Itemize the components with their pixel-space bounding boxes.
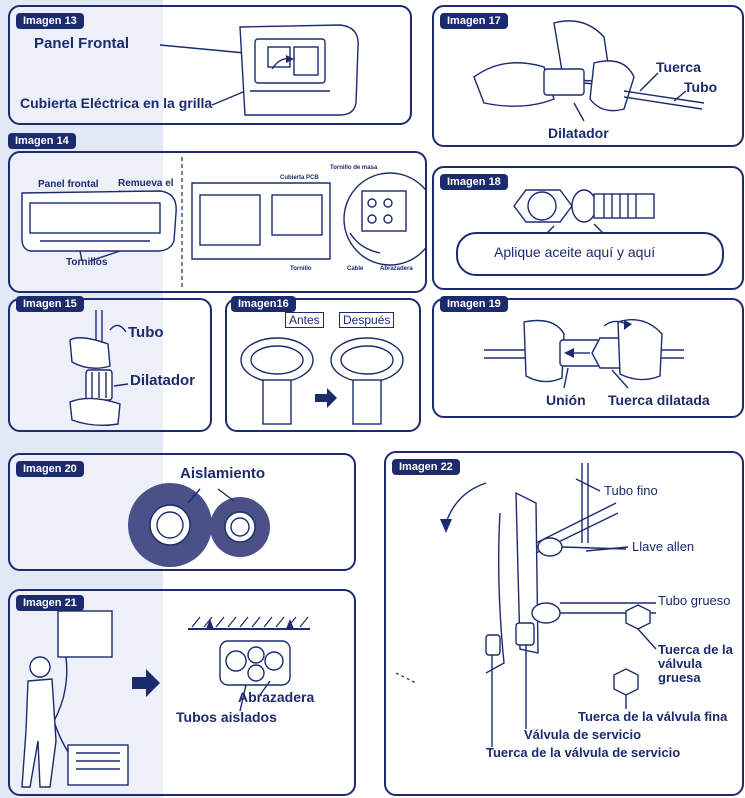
label-tubo-grueso: Tubo grueso bbox=[658, 593, 731, 608]
label-cable: Cable bbox=[347, 266, 364, 272]
label-union: Unión bbox=[546, 392, 586, 408]
panel-imagen-15: Imagen 15 Tubo Dilatador bbox=[8, 296, 212, 432]
tag-imagen-21: Imagen 21 bbox=[16, 595, 84, 611]
label-abrazadera-21: Abrazadera bbox=[238, 689, 315, 705]
label-tuerca-dilatada: Tuerca dilatada bbox=[608, 392, 710, 408]
label-tuerca-valvula-gruesa: Tuerca de la válvula gruesa bbox=[658, 643, 733, 685]
panel-imagen-14: Imagen 14 Panel frontal Remueva el marco… bbox=[8, 133, 427, 293]
label-dilatador-15: Dilatador bbox=[130, 372, 196, 389]
ac-unit-drawing-14 bbox=[21, 157, 425, 287]
label-panel-frontal-14: Panel frontal bbox=[38, 179, 99, 190]
label-llave-allen: Llave allen bbox=[632, 539, 695, 554]
tag-imagen-20: Imagen 20 bbox=[16, 461, 84, 477]
panel-imagen-18: Imagen 18 Aplique aceite aquí y aquí bbox=[432, 166, 744, 290]
service-valve-drawing bbox=[395, 463, 657, 747]
panel-imagen-17: Imagen 17 Tuerca Tubo Dilatador bbox=[432, 5, 744, 147]
label-tuerca-valvula-servicio: Tuerca de la válvula de servicio bbox=[486, 745, 681, 760]
hands-flaring-drawing bbox=[473, 20, 705, 122]
label-tornillo-masa: Tornillo de masa bbox=[330, 165, 378, 171]
ac-unit-drawing-13 bbox=[159, 24, 359, 116]
label-tornillos: Tornillos bbox=[66, 257, 108, 268]
tag-imagen-17: Imagen 17 bbox=[440, 13, 508, 29]
label-aislamiento: Aislamiento bbox=[180, 465, 266, 482]
label-tornillo: Tornillo bbox=[290, 266, 312, 272]
tag-imagen-15: Imagen 15 bbox=[16, 296, 84, 312]
label-valvula-servicio: Válvula de servicio bbox=[524, 727, 642, 742]
tag-imagen-13: Imagen 13 bbox=[16, 13, 84, 29]
label-dilatador-17: Dilatador bbox=[548, 125, 609, 141]
tag-imagen-18: Imagen 18 bbox=[440, 174, 508, 190]
union-hands-drawing bbox=[484, 319, 684, 389]
tag-imagen-19: Imagen 19 bbox=[440, 296, 508, 312]
label-despues: Después bbox=[339, 312, 395, 328]
panel-imagen-22: Imagen 22 Tubo fino Llave allen Tubo gru… bbox=[384, 451, 744, 796]
label-antes: Antes bbox=[285, 312, 324, 328]
label-tubos-aislados: Tubos aislados bbox=[176, 709, 277, 725]
routing-drawing bbox=[21, 610, 310, 788]
label-cubierta-electrica: Cubierta Eléctrica en la grilla bbox=[20, 95, 213, 111]
flaring-tool-drawing bbox=[69, 310, 129, 427]
tag-imagen-14: Imagen 14 bbox=[8, 133, 76, 149]
label-tuerca: Tuerca bbox=[656, 59, 701, 75]
label-tuerca-valvula-fina: Tuerca de la válvula fina bbox=[578, 709, 728, 724]
oil-note-box bbox=[456, 232, 724, 276]
insulation-drawing bbox=[128, 483, 270, 567]
tag-imagen-16: Imagen16 bbox=[231, 296, 296, 312]
panel-imagen-13: Imagen 13 Panel Frontal Cubierta Eléctri… bbox=[8, 5, 412, 125]
label-tubo-fino: Tubo fino bbox=[604, 483, 658, 498]
tag-imagen-22: Imagen 22 bbox=[392, 459, 460, 475]
nut-pipe-drawing bbox=[513, 189, 655, 237]
label-tubo-17: Tubo bbox=[684, 79, 718, 95]
panel-imagen-21: Imagen 21 Abrazadera Tubos aislados bbox=[8, 589, 356, 796]
label-tubo-15: Tubo bbox=[128, 324, 164, 341]
label-panel-frontal: Panel Frontal bbox=[34, 35, 130, 52]
panel-imagen-16: Imagen16 Antes Después bbox=[225, 296, 421, 432]
label-aplique-aceite: Aplique aceite aquí y aquí bbox=[494, 244, 656, 260]
panel-imagen-19: Imagen 19 Unión Tuerca dilatada bbox=[432, 296, 744, 418]
panel-imagen-20: Imagen 20 Aislamiento bbox=[8, 453, 356, 571]
before-after-drawing bbox=[240, 337, 404, 425]
label-cubierta-pcb: Cubierta PCB bbox=[280, 175, 319, 181]
label-abrazadera-14: Abrazadera bbox=[380, 266, 413, 272]
